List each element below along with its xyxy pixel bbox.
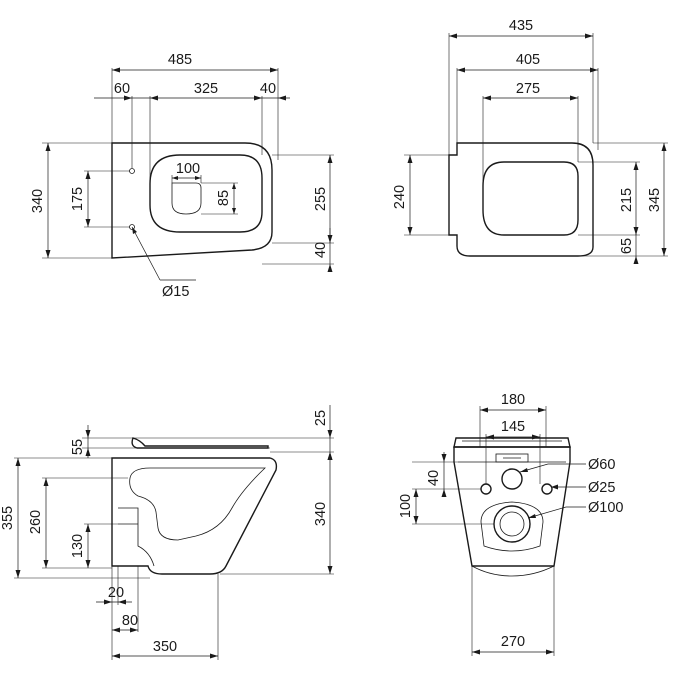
dim-255: 255 xyxy=(313,187,329,211)
inlet-hole xyxy=(501,468,523,490)
seat-lid xyxy=(131,437,269,449)
dim-175: 175 xyxy=(70,187,86,211)
dim-100-top: 100 xyxy=(176,161,200,177)
bowl-body xyxy=(111,457,278,575)
dim-d15: Ø15 xyxy=(162,284,189,300)
bowl-outline xyxy=(111,142,273,259)
rear-view: 180 145 40 100 Ø60 Ø25 Ø100 27 xyxy=(398,392,623,656)
dim-350: 350 xyxy=(153,639,177,655)
outlet-hole-outer xyxy=(493,505,531,543)
dim-d25: Ø25 xyxy=(588,480,615,496)
dim-240: 240 xyxy=(392,185,408,209)
supply-slot xyxy=(495,453,529,463)
dim-325: 325 xyxy=(194,81,218,97)
dim-485: 485 xyxy=(168,52,192,68)
dim-80: 80 xyxy=(122,613,138,629)
dim-85: 85 xyxy=(216,190,232,206)
dim-100-rear: 100 xyxy=(398,494,414,518)
dim-270: 270 xyxy=(501,634,525,650)
dim-355: 355 xyxy=(0,506,16,530)
dim-405: 405 xyxy=(516,52,540,68)
dim-145: 145 xyxy=(501,419,525,435)
dim-340: 340 xyxy=(30,189,46,213)
dim-20: 20 xyxy=(108,585,124,601)
outlet-hole-inner xyxy=(499,511,525,537)
dim-40-right: 40 xyxy=(313,242,329,258)
rear-base xyxy=(471,565,555,577)
dim-260: 260 xyxy=(28,510,44,534)
top-view-right: 435 405 275 240 215 65 345 xyxy=(392,18,668,264)
dim-d100: Ø100 xyxy=(588,500,623,516)
dim-180: 180 xyxy=(501,392,525,408)
dim-65: 65 xyxy=(619,238,635,254)
fixing-hole-right xyxy=(541,483,553,495)
bowl-hole xyxy=(171,182,202,215)
dim-55: 55 xyxy=(70,439,86,455)
side-view: 25 55 355 260 130 340 20 xyxy=(0,405,334,660)
seat-outline xyxy=(448,142,594,257)
fixing-hole-left xyxy=(480,483,492,495)
outlet-pipe xyxy=(118,507,155,567)
bowl-trap xyxy=(129,467,266,541)
seat-opening xyxy=(149,154,263,233)
dim-40-top: 40 xyxy=(260,81,276,97)
dim-130: 130 xyxy=(70,534,86,558)
dim-40-rear: 40 xyxy=(426,470,442,486)
fixing-hole-top xyxy=(129,168,135,174)
dim-435: 435 xyxy=(509,18,533,34)
top-view-left: 485 60 325 40 340 175 100 85 255 xyxy=(30,52,334,300)
dim-215: 215 xyxy=(619,188,635,212)
rear-seat-band xyxy=(453,437,571,448)
dim-d60: Ø60 xyxy=(588,457,615,473)
dim-340-side: 340 xyxy=(313,502,329,526)
dim-60: 60 xyxy=(114,81,130,97)
dim-275: 275 xyxy=(516,81,540,97)
dim-25: 25 xyxy=(313,410,329,426)
seat-inner xyxy=(482,161,579,236)
dim-345: 345 xyxy=(647,188,663,212)
